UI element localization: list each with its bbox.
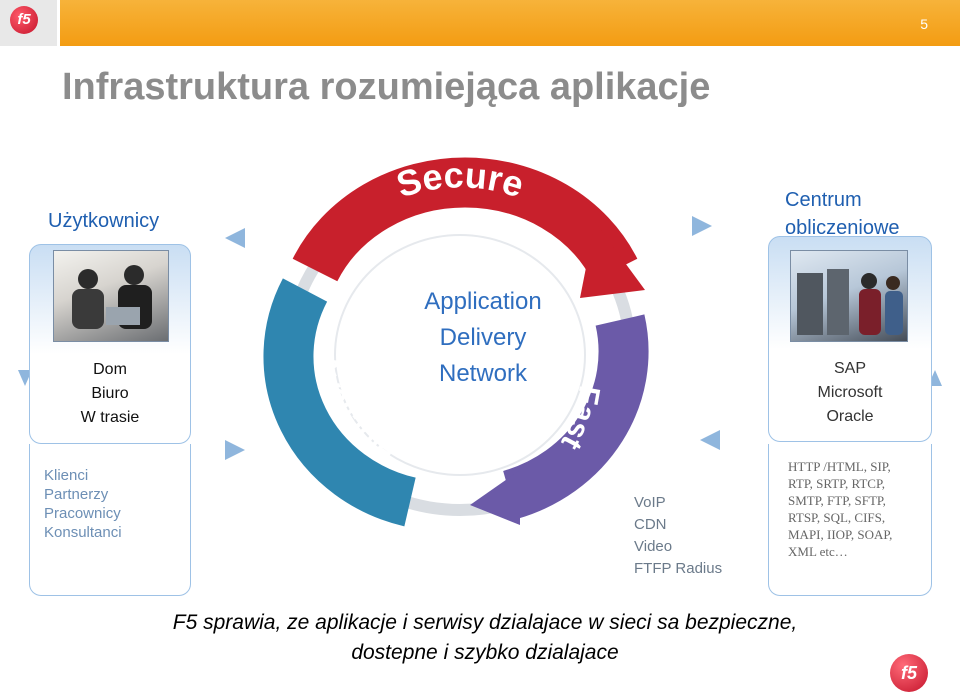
people-icon <box>72 265 152 329</box>
protocol-line: MAPI, IIOP, SOAP, <box>788 527 893 542</box>
footer-statement: F5 sprawia, ze aplikacje i serwisy dzial… <box>172 611 798 664</box>
f5-badge-icon: f5 <box>890 654 928 692</box>
location-item: Biuro <box>91 385 129 402</box>
apps-list: SAP Microsoft Oracle <box>770 357 930 429</box>
available-arc <box>263 278 417 527</box>
user-type-item: Klienci <box>44 467 89 484</box>
adn-cycle-diagram: Secure Fast Available <box>263 154 649 527</box>
protocols-panel <box>768 444 932 596</box>
service-item: CDN <box>634 516 667 533</box>
f5-logo-area: f5 <box>0 0 60 46</box>
arrow-down-icon <box>18 370 32 386</box>
fast-arc <box>502 314 649 520</box>
app-item: Oracle <box>826 408 874 425</box>
users-heading: Użytkownicy <box>48 210 160 232</box>
adn-line: Network <box>438 360 528 387</box>
user-locations-list: Dom Biuro W trasie <box>32 358 188 430</box>
service-item: FTFP Radius <box>634 560 723 577</box>
slide-title: Infrastruktura rozumiejąca aplikacje <box>62 66 711 108</box>
protocols-list: HTTP /HTML, SIP, RTP, SRTP, RTCP, SMTP, … <box>788 458 892 560</box>
office-photo <box>53 250 169 342</box>
app-item: SAP <box>833 360 866 377</box>
top-bar: f5 5 <box>0 0 960 46</box>
service-item: Video <box>634 538 673 555</box>
arrow-right-icon <box>692 216 712 236</box>
location-item: W trasie <box>80 409 140 426</box>
user-types-list: Klienci Partnerzy Pracownicy Konsultanci <box>44 466 122 542</box>
f5-logo-icon: f5 <box>10 6 38 34</box>
adn-line: Application <box>424 288 542 315</box>
user-type-item: Pracownicy <box>44 505 121 522</box>
protocol-line: XML etc… <box>788 544 848 559</box>
protocol-line: SMTP, FTP, SFTP, <box>788 493 886 508</box>
arrow-left-icon <box>700 430 720 450</box>
adn-label: Application Delivery Network <box>400 284 566 392</box>
server-room-photo <box>790 250 908 342</box>
arrow-right-icon <box>225 440 245 460</box>
protocol-line: RTP, SRTP, RTCP, <box>788 476 886 491</box>
server-rack-icon <box>797 269 903 335</box>
service-item: VoIP <box>634 494 666 511</box>
arrow-left-icon <box>225 228 245 248</box>
services-list: VoIP CDN Video FTFP Radius <box>634 492 722 580</box>
protocol-line: RTSP, SQL, CIFS, <box>788 510 886 525</box>
secure-arc <box>292 157 638 282</box>
adn-line: Delivery <box>439 324 527 351</box>
location-item: Dom <box>93 361 127 378</box>
protocol-line: HTTP /HTML, SIP, <box>788 459 891 474</box>
app-item: Microsoft <box>817 384 883 401</box>
slide-number: 5 <box>920 16 928 32</box>
user-type-item: Partnerzy <box>44 486 109 503</box>
datacenter-heading: Centrum obliczeniowe <box>785 189 900 239</box>
user-type-item: Konsultanci <box>44 524 122 541</box>
users-types-panel <box>29 444 191 596</box>
